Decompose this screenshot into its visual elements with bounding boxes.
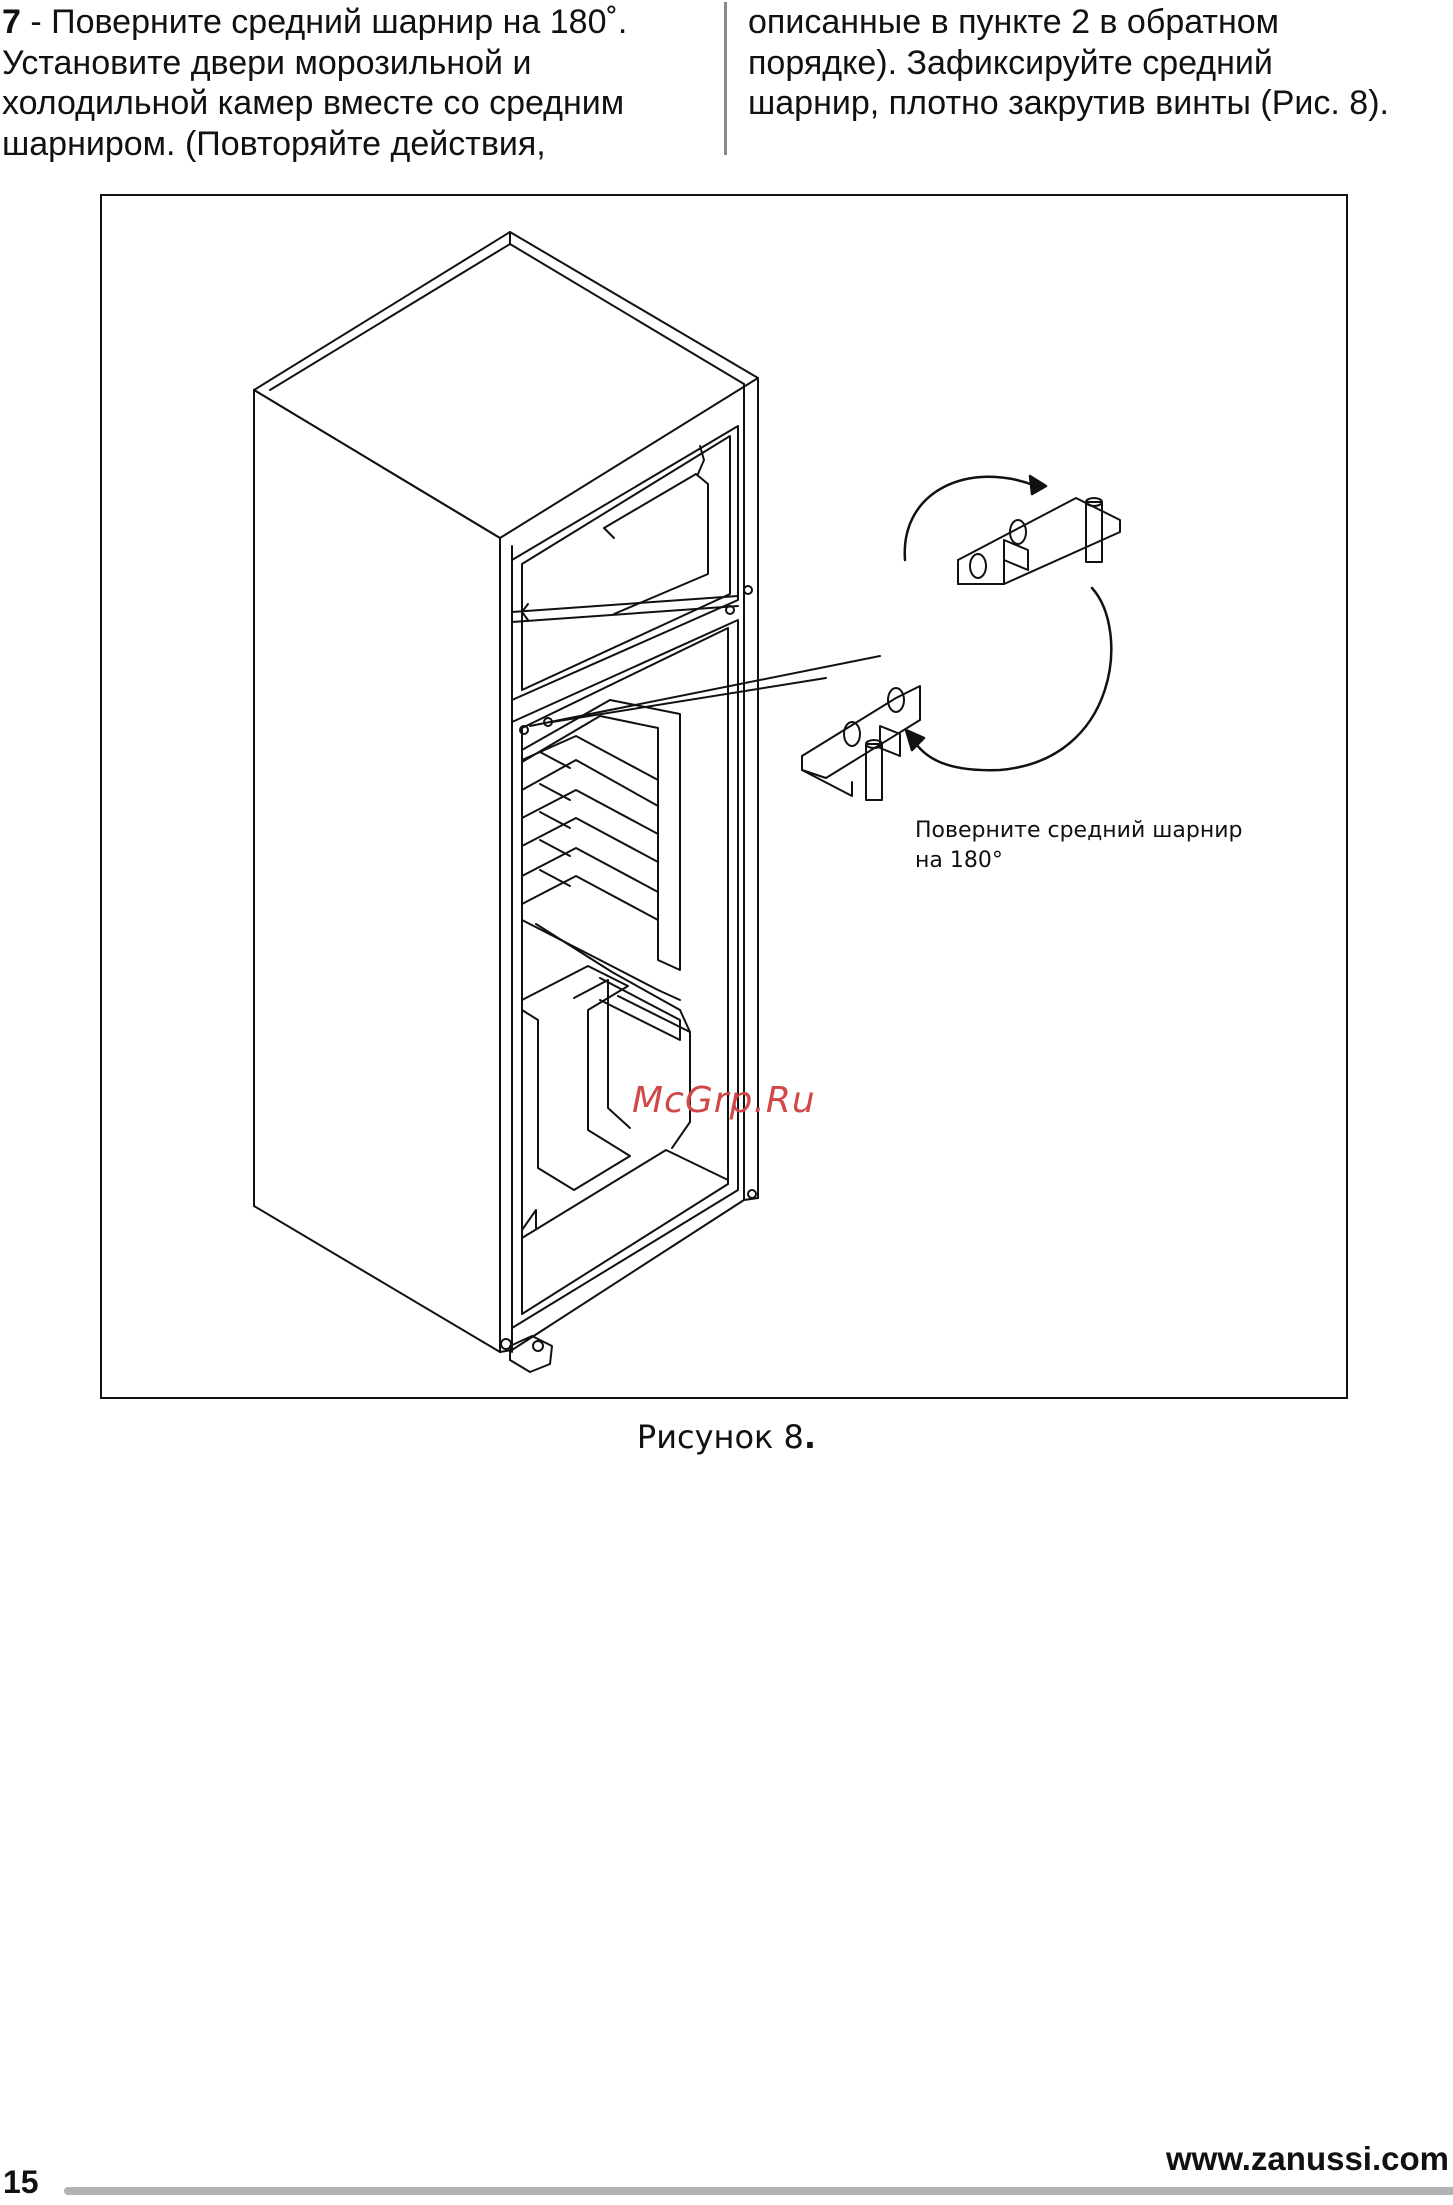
caption-text: Рисунок 8 — [636, 1418, 804, 1456]
lower-hinge — [801, 685, 921, 801]
refrigerator-illustration — [253, 231, 1121, 1373]
callout-line: Поверните средний шарнир — [915, 818, 1243, 843]
instruction-line: порядке). Зафиксируйте средний — [748, 43, 1273, 82]
watermark: McGrp.Ru — [632, 1080, 816, 1121]
instruction-line: шарниром. (Повторяйте действия, — [2, 124, 546, 163]
column-divider — [724, 2, 727, 155]
crisper-drawers — [521, 965, 691, 1191]
page-number: 15 — [3, 2164, 39, 2200]
figure-caption: Рисунок 8. — [0, 1418, 1453, 1456]
instruction-line-text: - Поверните средний шарнир на 180˚. — [20, 3, 628, 41]
figure-frame — [100, 194, 1348, 1399]
instruction-line: 7 - Поверните средний шарнир на 180˚. — [2, 2, 707, 43]
instruction-line: описанные в пункте 2 в обратном — [748, 3, 1280, 41]
fridge-compartment — [511, 619, 739, 1329]
instruction-line: Установите двери морозильной и — [2, 43, 532, 82]
footer-bar — [64, 2187, 1453, 2195]
instruction-line: холодильной камер вместе со средним — [2, 84, 625, 122]
upper-hinge — [957, 497, 1121, 585]
instruction-column-left: 7 - Поверните средний шарнир на 180˚. Ус… — [2, 2, 707, 164]
instruction-column-right: описанные в пункте 2 в обратном порядке)… — [748, 2, 1448, 124]
instruction-line: шарнир, плотно закрутив винты (Рис. 8). — [748, 84, 1389, 122]
callout-line: на 180° — [915, 848, 1003, 873]
website-link[interactable]: www.zanussi.com — [1165, 2140, 1449, 2177]
shelves — [521, 699, 681, 1011]
caption-period: . — [803, 1418, 817, 1456]
freezer-compartment — [511, 425, 739, 701]
hinge-leader-lines — [529, 655, 881, 727]
rotation-arrows — [903, 474, 1113, 772]
cabinet-outline — [253, 231, 759, 1353]
bottom-hinge — [500, 1335, 553, 1373]
step-number: 7 — [2, 3, 21, 41]
hinge-callout: Поверните средний шарнир на 180° — [915, 816, 1243, 876]
